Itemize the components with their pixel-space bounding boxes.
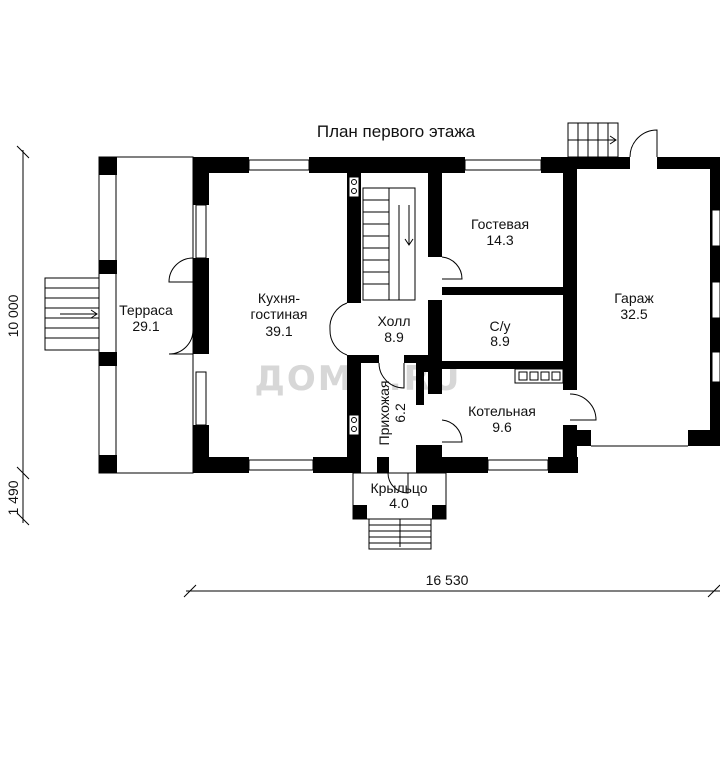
porch-name: Крыльцо <box>370 480 427 496</box>
terrace-stairs <box>44 277 100 351</box>
kitchen-name-2: гостиная <box>251 306 308 322</box>
porch-dimension: 1 490 <box>5 480 21 515</box>
vertical-dimension: 10 000 1 490 <box>5 145 30 526</box>
vestibule-area: 6.2 <box>392 403 408 423</box>
windows <box>195 159 549 471</box>
hall-area: 8.9 <box>384 329 404 345</box>
porch <box>352 457 447 550</box>
hall-name: Холл <box>378 313 411 329</box>
boiler-name: Котельная <box>468 403 536 419</box>
garage-name: Гараж <box>614 290 654 306</box>
guest-area: 14.3 <box>486 232 513 248</box>
bathroom-area: 8.9 <box>490 333 510 349</box>
fixtures <box>348 176 564 436</box>
terrace-name: Терраса <box>119 302 173 318</box>
garage-stairs <box>567 122 658 158</box>
depth-dimension: 10 000 <box>5 294 21 337</box>
guest-name: Гостевая <box>471 216 529 232</box>
kitchen-name-1: Кухня- <box>258 290 300 306</box>
kitchen-area: 39.1 <box>265 323 292 339</box>
room-labels: Терраса 29.1 Кухня- гостиная 39.1 Холл 8… <box>119 216 654 511</box>
plan-title: План первого этажа <box>317 122 476 141</box>
garage-walls <box>563 157 720 447</box>
doors <box>168 256 597 494</box>
vestibule-name: Прихожая <box>376 381 392 446</box>
terrace-area: 29.1 <box>132 318 159 334</box>
horizontal-dimension: 16 530 <box>183 572 720 598</box>
boiler-area: 9.6 <box>492 419 512 435</box>
width-dimension: 16 530 <box>426 572 469 588</box>
garage-area: 32.5 <box>620 306 647 322</box>
porch-area: 4.0 <box>389 495 409 511</box>
staircase <box>362 187 416 301</box>
bathroom-name: С/у <box>490 318 511 334</box>
